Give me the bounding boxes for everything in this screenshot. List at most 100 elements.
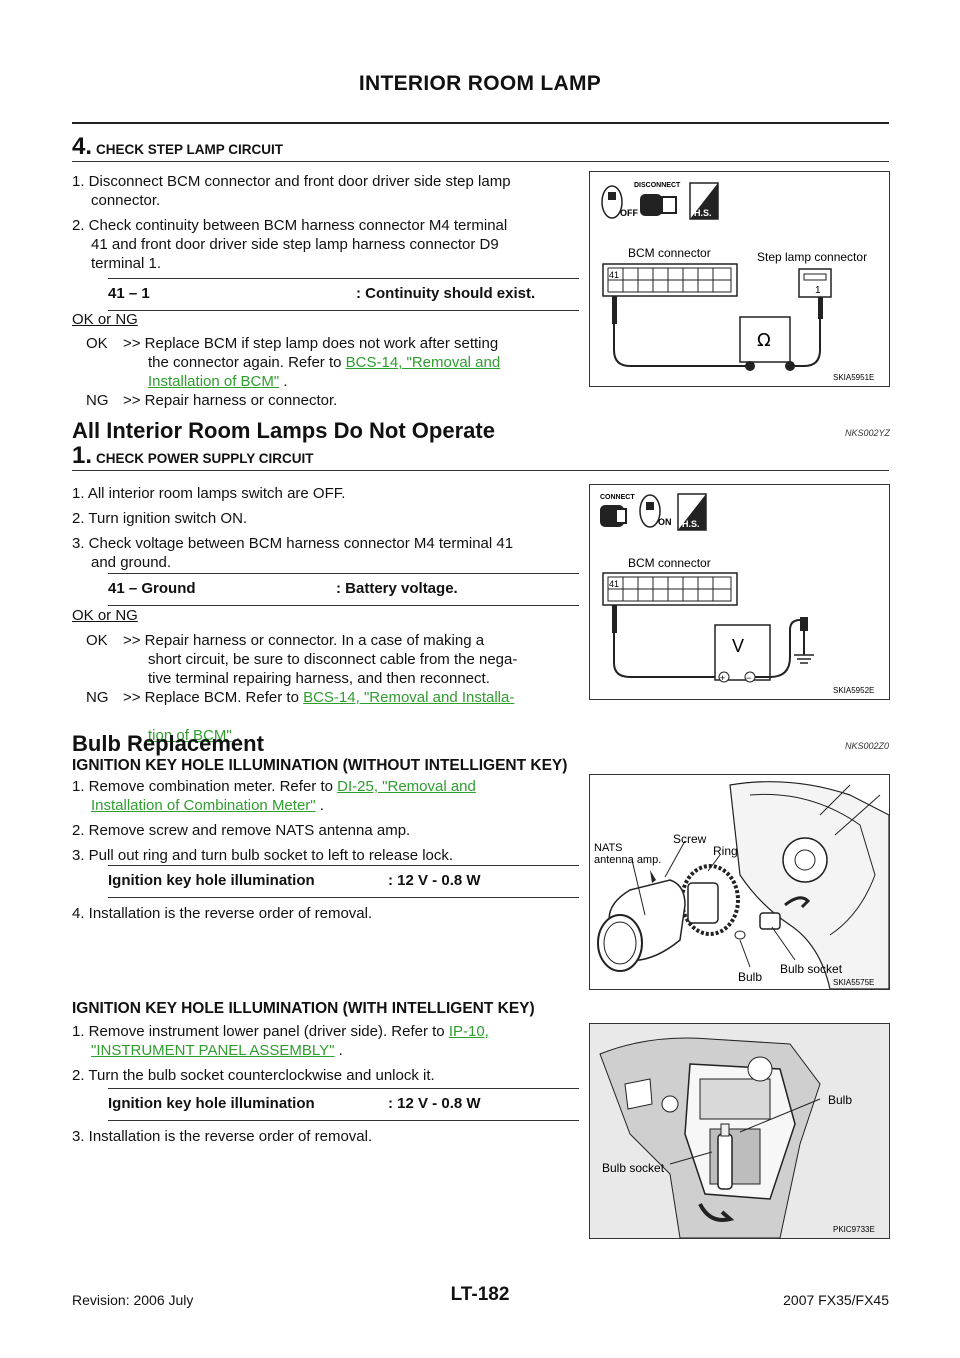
spec-label: Ignition key hole illumination	[108, 1095, 315, 1112]
svg-text:Ring: Ring	[713, 844, 738, 858]
step-1-body: 1. All interior room lamps switch are OF…	[72, 484, 579, 572]
ref-link[interactable]: Installation of Combination Meter"	[91, 797, 316, 814]
list-item: connector.	[91, 192, 161, 209]
header-rule	[72, 122, 889, 124]
svg-text:Bulb: Bulb	[828, 1093, 852, 1107]
bcm-connector: 41	[602, 572, 738, 606]
svg-text:41: 41	[609, 270, 619, 280]
svg-text:Bulb: Bulb	[738, 970, 762, 984]
step-lamp-connector: 1	[798, 268, 832, 298]
section-code: NKS002Z0	[845, 741, 890, 751]
hs-icon: H.S.	[677, 493, 707, 531]
ok-text-line: >> Repair harness or connector. In a cas…	[123, 632, 485, 649]
svg-text:41: 41	[609, 579, 619, 589]
connect-icon: CONNECT	[600, 494, 635, 527]
svg-text:BCM connector: BCM connector	[628, 556, 711, 570]
revision-text: Revision: 2006 July	[72, 1292, 194, 1308]
svg-text:Ω: Ω	[757, 330, 771, 351]
list-item: 1. Remove combination meter. Refer to DI…	[72, 778, 476, 795]
svg-text:V: V	[732, 636, 744, 656]
svg-text:Bulb socket: Bulb socket	[602, 1161, 665, 1175]
svg-text:antenna amp.: antenna amp.	[594, 854, 661, 866]
step-number: 4.	[72, 133, 93, 160]
list-item: 1. All interior room lamps switch are OF…	[72, 485, 346, 502]
list-item: "INSTRUMENT PANEL ASSEMBLY" .	[91, 1042, 343, 1059]
ref-link[interactable]: Installation of BCM"	[148, 373, 280, 390]
ok-result: OK >> Repair harness or connector. In a …	[86, 631, 579, 688]
ref-link[interactable]: tion of BCM"	[148, 727, 232, 744]
page-number: LT-182	[450, 1284, 510, 1305]
list-item: 2. Check continuity between BCM harness …	[72, 217, 508, 234]
step-4-heading: 4.CHECK STEP LAMP CIRCUIT	[72, 133, 283, 161]
component-view: Bulb Bulb socket PKIC9733E	[590, 1024, 889, 1238]
spec-label: 41 – 1	[108, 285, 150, 302]
ref-link[interactable]: "INSTRUMENT PANEL ASSEMBLY"	[91, 1042, 335, 1059]
svg-text:SKIA5952E: SKIA5952E	[833, 686, 874, 695]
spec-value: : Continuity should exist.	[356, 285, 536, 302]
step-4-body: 1. Disconnect BCM connector and front do…	[72, 172, 579, 273]
ng-result: NG >> Replace BCM. Refer to BCS-14, "Rem…	[86, 688, 579, 745]
list-item: 2. Turn the bulb socket counterclockwise…	[72, 1067, 435, 1084]
spec-value: : Battery voltage.	[336, 580, 458, 597]
subsection-heading: IGNITION KEY HOLE ILLUMINATION (WITH INT…	[72, 1000, 535, 1017]
svg-text:−: −	[746, 673, 751, 683]
page-title: INTERIOR ROOM LAMP	[358, 72, 602, 95]
ng-text: >> Repair harness or connector.	[123, 392, 338, 409]
list-item: 2. Turn ignition switch ON.	[72, 510, 248, 527]
list-item: Installation of Combination Meter" .	[91, 797, 324, 814]
spec-value: : 12 V - 0.8 W	[388, 872, 481, 889]
ref-link[interactable]: BCS-14, "Removal and Installa-	[303, 689, 515, 706]
disconnect-icon: DISCONNECT	[634, 182, 681, 216]
hs-icon: H.S.	[689, 182, 719, 220]
on-icon: ON	[639, 494, 672, 528]
sub1-body: 1. Remove combination meter. Refer to DI…	[72, 777, 579, 865]
step-title: CHECK POWER SUPPLY CIRCUIT	[96, 451, 314, 466]
list-item: 1. Remove instrument lower panel (driver…	[72, 1023, 489, 1040]
spec-value: : 12 V - 0.8 W	[388, 1095, 481, 1112]
step-title: CHECK STEP LAMP CIRCUIT	[96, 142, 284, 157]
ref-link[interactable]: BCS-14, "Removal and	[345, 354, 501, 371]
svg-text:CONNECT: CONNECT	[600, 494, 635, 501]
circuit-diagram: CONNECT ON H.S. BCM connector 41	[600, 493, 874, 695]
spec-box: 41 – 1 : Continuity should exist.	[108, 278, 579, 311]
ok-text-line: short circuit, be sure to disconnect cab…	[148, 651, 518, 668]
step-rule	[72, 161, 889, 162]
svg-text:ON: ON	[658, 517, 672, 527]
list-item: terminal 1.	[91, 255, 162, 272]
figure-step-lamp-circuit: OFF DISCONNECT H.S. BCM connector Step l…	[589, 171, 890, 387]
ok-text-line: >> Replace BCM if step lamp does not wor…	[123, 335, 499, 352]
ok-text-line: the connector again. Refer to BCS-14, "R…	[148, 354, 501, 371]
ng-text-line: tion of BCM" .	[148, 727, 241, 744]
figure-power-supply-circuit: CONNECT ON H.S. BCM connector 41	[589, 484, 890, 700]
svg-text:NATS: NATS	[594, 842, 623, 854]
ng-result: NG >> Repair harness or connector.	[86, 391, 579, 410]
list-item: 3. Installation is the reverse order of …	[72, 1128, 373, 1145]
figure-bulb-socket: Bulb Bulb socket PKIC9733E	[589, 1023, 890, 1239]
exploded-view: NATS antenna amp. Screw Ring Bulb Bulb s…	[594, 781, 889, 989]
section-code: NKS002YZ	[845, 428, 891, 438]
spec-box: Ignition key hole illumination : 12 V - …	[108, 1088, 579, 1121]
ok-or-ng-label: OK or NG	[72, 607, 138, 624]
svg-text:BCM connector: BCM connector	[628, 246, 711, 260]
list-item: 3. Pull out ring and turn bulb socket to…	[72, 847, 454, 864]
figure-ignition-key-bulb: NATS antenna amp. Screw Ring Bulb Bulb s…	[589, 774, 890, 990]
section-heading: Bulb Replacement	[72, 731, 264, 756]
ref-link[interactable]: DI-25, "Removal and	[337, 778, 476, 795]
step-1-heading: 1.CHECK POWER SUPPLY CIRCUIT	[72, 442, 314, 470]
svg-text:SKIA5575E: SKIA5575E	[833, 978, 874, 987]
svg-text:Screw: Screw	[673, 832, 707, 846]
list-item: 2. Remove screw and remove NATS antenna …	[72, 822, 411, 839]
list-item: 3. Check voltage between BCM harness con…	[72, 535, 514, 552]
list-item: 4. Installation is the reverse order of …	[72, 905, 373, 922]
ref-link[interactable]: IP-10,	[448, 1023, 489, 1040]
svg-text:H.S.: H.S.	[682, 519, 700, 529]
svg-text:H.S.: H.S.	[694, 208, 712, 218]
spec-box: 41 – Ground : Battery voltage.	[108, 573, 579, 606]
svg-text:+: +	[720, 673, 725, 683]
ok-or-ng-label: OK or NG	[72, 311, 138, 328]
step-number: 1.	[72, 442, 93, 469]
ok-label: OK	[86, 632, 108, 649]
ng-text: >> Replace BCM. Refer to	[123, 689, 299, 706]
sub2-body: 1. Remove instrument lower panel (driver…	[72, 1022, 579, 1085]
list-item: 1. Disconnect BCM connector and front do…	[72, 173, 511, 190]
